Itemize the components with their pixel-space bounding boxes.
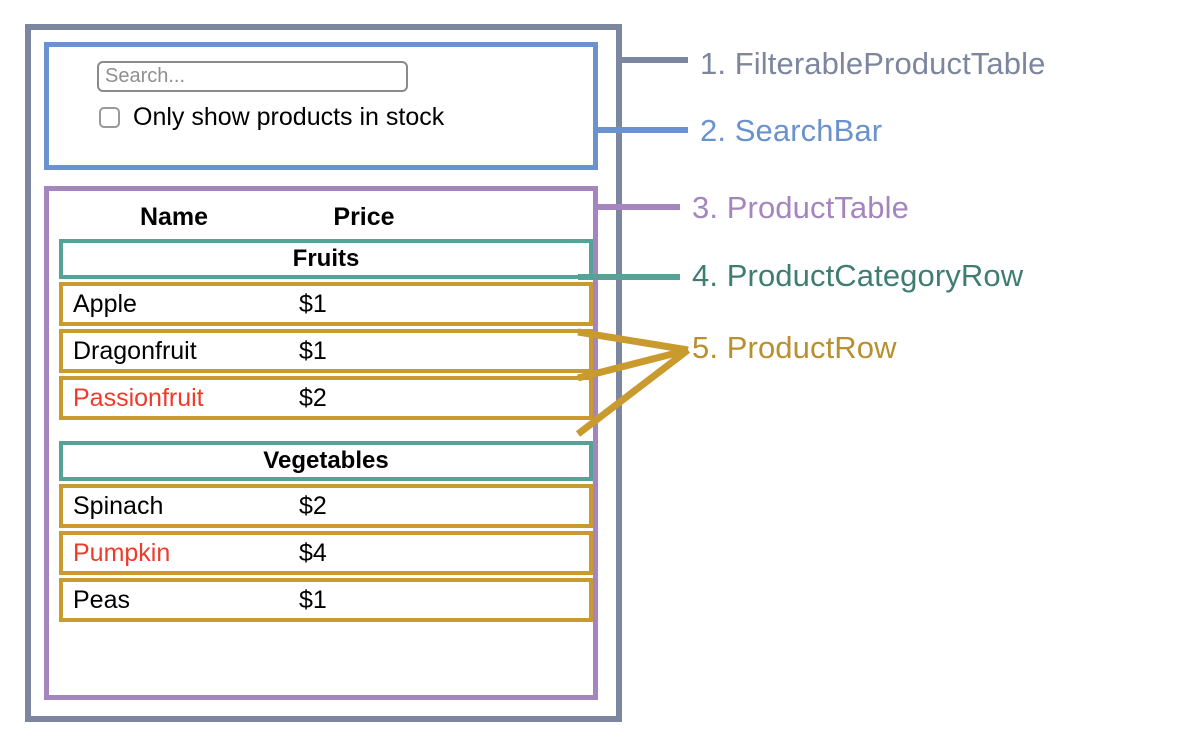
product-price: $2 bbox=[299, 492, 327, 520]
legend-item-product-row: 5. ProductRow bbox=[692, 330, 897, 365]
product-row-spinach[interactable]: Spinach $2 bbox=[59, 484, 593, 528]
product-table-body: Name Price Fruits Apple $1 Dragonfruit $… bbox=[59, 195, 593, 625]
legend-item-product-table: 3. ProductTable bbox=[692, 190, 909, 225]
product-row-apple[interactable]: Apple $1 bbox=[59, 282, 593, 326]
product-category-row-fruits: Fruits bbox=[59, 239, 593, 279]
product-price: $2 bbox=[299, 384, 327, 412]
product-category-row-vegetables: Vegetables bbox=[59, 441, 593, 481]
product-price: $1 bbox=[299, 337, 327, 365]
product-name: Pumpkin bbox=[73, 539, 171, 567]
product-row-pumpkin[interactable]: Pumpkin $4 bbox=[59, 531, 593, 575]
column-header-name: Name bbox=[139, 202, 209, 231]
in-stock-checkbox[interactable] bbox=[99, 106, 120, 128]
product-price: $4 bbox=[299, 539, 327, 567]
search-input[interactable] bbox=[97, 61, 408, 92]
column-header-price: Price bbox=[333, 202, 395, 231]
legend-item-product-category-row: 4. ProductCategoryRow bbox=[692, 258, 1024, 293]
product-name: Apple bbox=[73, 290, 137, 318]
product-table-frame: Name Price Fruits Apple $1 Dragonfruit $… bbox=[44, 186, 598, 700]
category-group-spacer bbox=[59, 423, 593, 441]
product-row-peas[interactable]: Peas $1 bbox=[59, 578, 593, 622]
in-stock-filter-row[interactable]: Only show products in stock bbox=[99, 104, 593, 130]
product-name: Passionfruit bbox=[73, 384, 204, 412]
legend-item-search-bar: 2. SearchBar bbox=[700, 113, 883, 148]
product-price: $1 bbox=[299, 290, 327, 318]
product-price: $1 bbox=[299, 586, 327, 614]
search-bar-frame: Only show products in stock bbox=[44, 42, 598, 170]
product-name: Spinach bbox=[73, 492, 164, 520]
legend-item-filterable-product-table: 1. FilterableProductTable bbox=[700, 46, 1046, 81]
product-name: Peas bbox=[73, 586, 130, 614]
product-row-passionfruit[interactable]: Passionfruit $2 bbox=[59, 376, 593, 420]
product-row-dragonfruit[interactable]: Dragonfruit $1 bbox=[59, 329, 593, 373]
table-column-headers: Name Price bbox=[59, 195, 593, 239]
product-name: Dragonfruit bbox=[73, 337, 197, 365]
in-stock-checkbox-label: Only show products in stock bbox=[133, 103, 445, 131]
